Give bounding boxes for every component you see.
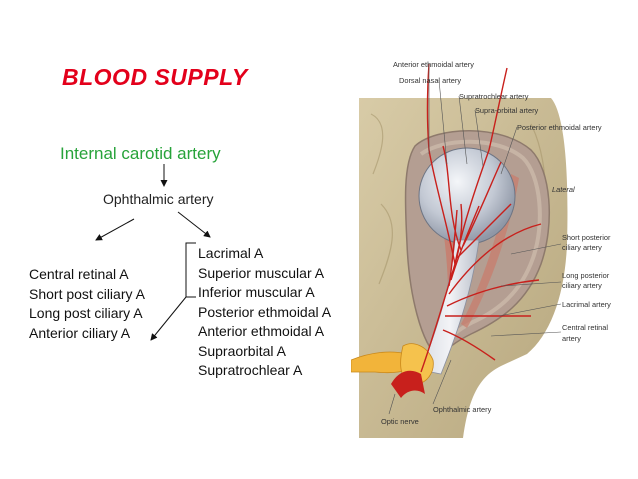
label-long-posterior-1: Long posterior (562, 271, 610, 280)
label-short-posterior-2: ciliary artery (562, 243, 602, 252)
callout-lines (388, 64, 562, 415)
right-branch-list: Lacrimal A Superior muscular A Inferior … (198, 244, 331, 381)
label-supra-orbital: Supra-orbital artery (475, 106, 539, 115)
optic-nerve (420, 239, 480, 375)
branch-anterior-ciliary: Anterior ciliary A (29, 324, 131, 341)
label-optic-nerve: Optic nerve (381, 417, 419, 426)
branch-label-ophthalmic: Ophthalmic artery (103, 191, 214, 207)
artery-network (420, 63, 542, 373)
label-long-posterior-2: ciliary artery (562, 281, 602, 290)
orbit-illustration: Anterior ethmoidal artery Dorsal nasal a… (351, 60, 611, 438)
branch-short-post-ciliary: Short post ciliary A (29, 285, 145, 302)
bracket-right-group (185, 242, 196, 298)
arrow-to-right-group (177, 211, 211, 238)
arrow-bracket-to-left-list (150, 296, 187, 341)
label-lacrimal: Lacrimal artery (562, 300, 611, 309)
label-anterior-ethmoidal: Anterior ethmoidal artery (393, 60, 474, 69)
branch-supratrochlear: Supratrochlear A (198, 362, 303, 378)
left-branch-list: Central retinal A Short post ciliary A L… (29, 265, 145, 343)
label-central-retinal-1: Central retinal (562, 323, 608, 332)
branch-inferior-muscular: Inferior muscular A (198, 284, 315, 300)
branch-lacrimal: Lacrimal A (198, 245, 264, 261)
arrow-to-left-group (95, 218, 135, 241)
branch-posterior-ethmoidal: Posterior ethmoidal A (198, 303, 332, 320)
label-posterior-ethmoidal: Posterior ethmoidal artery (517, 123, 602, 132)
internal-carotid (391, 370, 425, 398)
label-dorsal-nasal: Dorsal nasal artery (399, 76, 461, 85)
branch-long-post-ciliary: Long post ciliary A (29, 305, 143, 321)
label-lateral: Lateral (552, 185, 575, 194)
label-central-retinal-2: artery (562, 334, 581, 343)
label-ophthalmic: Ophthalmic artery (433, 405, 492, 414)
label-short-posterior-1: Short posterior (562, 233, 611, 242)
branch-superior-muscular: Superior muscular A (198, 264, 325, 281)
root-label-internal-carotid: Internal carotid artery (60, 144, 221, 163)
branch-supraorbital: Supraorbital A (198, 342, 286, 359)
branch-anterior-ethmoidal: Anterior ethmoidal A (198, 323, 325, 339)
slide-title: BLOOD SUPPLY (62, 64, 248, 90)
branch-central-retinal: Central retinal A (29, 266, 129, 282)
label-supratrochlear: Supratrochlear artery (459, 92, 529, 101)
